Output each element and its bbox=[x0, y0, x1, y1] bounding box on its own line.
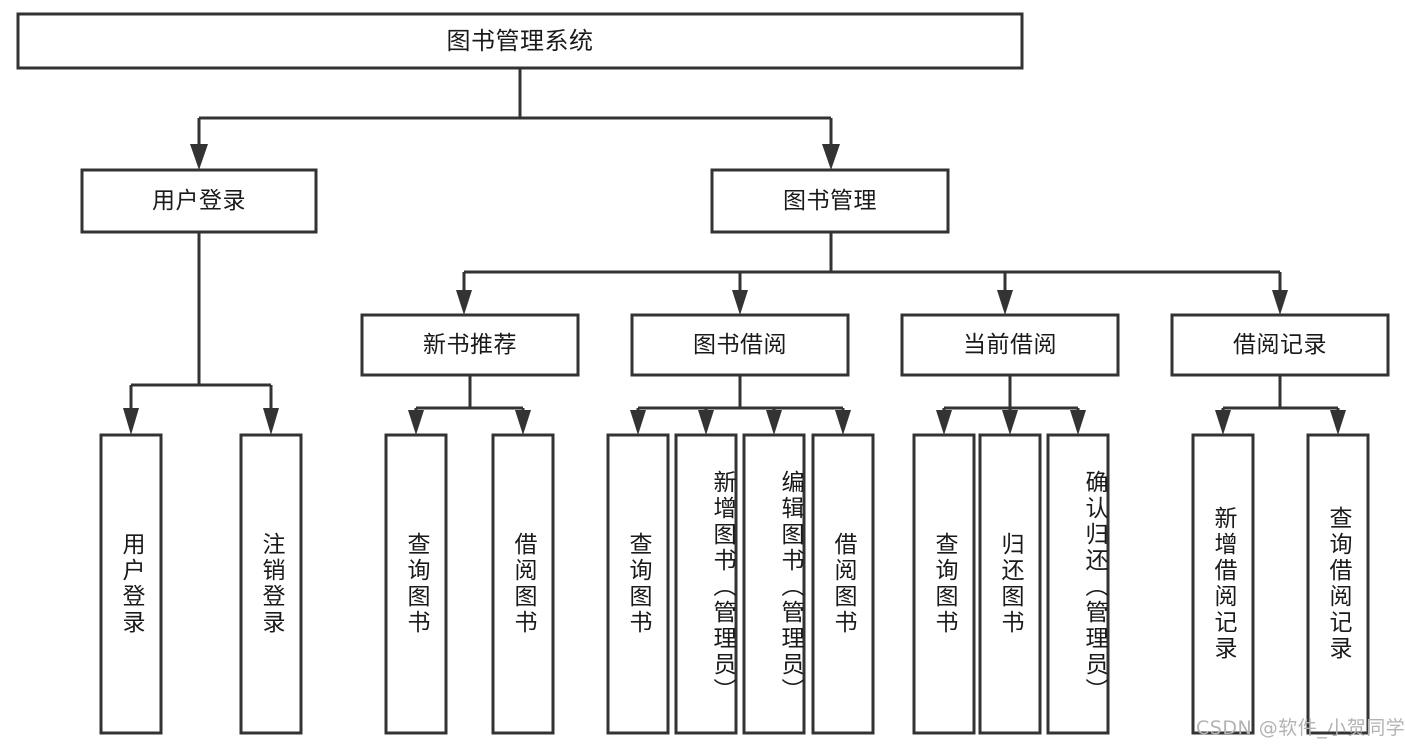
connectors-root-to-level2 bbox=[190, 68, 840, 170]
connectors-book-manage-to-level3 bbox=[456, 232, 1288, 315]
arrow-to-book-manage bbox=[822, 144, 840, 170]
node-box-leaf-confirm-return[interactable] bbox=[1046, 433, 1110, 735]
node-box-leaf-return-book[interactable] bbox=[978, 433, 1042, 735]
node-box-leaf-add-book[interactable] bbox=[674, 433, 738, 735]
connectors-borrow-record-to-leaves bbox=[1215, 375, 1346, 435]
arrow-to-leaf-confirm-return bbox=[1070, 410, 1086, 435]
arrow-to-leaf-query-book-3 bbox=[936, 410, 952, 435]
node-box-root[interactable] bbox=[16, 12, 1024, 70]
csdn-watermark: CSDN @软件_小贺同学 bbox=[1196, 717, 1405, 739]
arrow-to-leaf-edit-book bbox=[766, 410, 782, 435]
arrow-to-leaf-borrow-book-1 bbox=[515, 410, 531, 435]
node-box-book-borrow[interactable] bbox=[630, 313, 850, 377]
connectors-new-book-rec-to-leaves bbox=[408, 375, 531, 435]
node-box-current-borrow[interactable] bbox=[900, 313, 1120, 377]
node-box-leaf-borrow-book-1[interactable] bbox=[491, 433, 555, 735]
node-box-leaf-user-login[interactable] bbox=[99, 433, 163, 735]
node-box-leaf-add-record[interactable] bbox=[1191, 433, 1255, 735]
node-box-new-book-rec[interactable] bbox=[360, 313, 580, 377]
node-box-leaf-query-book-3[interactable] bbox=[912, 433, 976, 735]
connectors-book-borrow-to-leaves bbox=[630, 375, 851, 435]
node-box-leaf-query-book-1[interactable] bbox=[384, 433, 448, 735]
arrow-to-user-login bbox=[190, 144, 208, 170]
node-box-borrow-record[interactable] bbox=[1170, 313, 1390, 377]
arrow-to-leaf-borrow-book-2 bbox=[835, 410, 851, 435]
node-box-leaf-logout[interactable] bbox=[239, 433, 303, 735]
arrow-to-leaf-query-book-1 bbox=[408, 410, 424, 435]
arrow-to-leaf-user-login bbox=[123, 408, 139, 435]
connectors-user-login-to-leaves bbox=[123, 232, 279, 435]
arrow-to-leaf-query-book-2 bbox=[630, 410, 646, 435]
arrow-to-book-borrow bbox=[732, 290, 748, 315]
node-box-user-login[interactable] bbox=[80, 168, 318, 234]
node-box-leaf-edit-book[interactable] bbox=[742, 433, 806, 735]
arrow-to-leaf-query-record bbox=[1330, 410, 1346, 435]
arrow-to-new-book-rec bbox=[456, 290, 472, 315]
arrow-to-current-borrow bbox=[997, 290, 1013, 315]
arrow-to-leaf-add-record bbox=[1215, 410, 1231, 435]
arrow-to-leaf-add-book bbox=[698, 410, 714, 435]
connectors-current-borrow-to-leaves bbox=[936, 375, 1086, 435]
arrow-to-borrow-record bbox=[1272, 290, 1288, 315]
node-box-leaf-query-record[interactable] bbox=[1306, 433, 1370, 735]
arrow-to-leaf-logout bbox=[263, 408, 279, 435]
node-box-leaf-borrow-book-2[interactable] bbox=[811, 433, 875, 735]
node-box-leaf-query-book-2[interactable] bbox=[606, 433, 670, 735]
node-box-book-manage[interactable] bbox=[710, 168, 950, 234]
arrow-to-leaf-return-book bbox=[1002, 410, 1018, 435]
